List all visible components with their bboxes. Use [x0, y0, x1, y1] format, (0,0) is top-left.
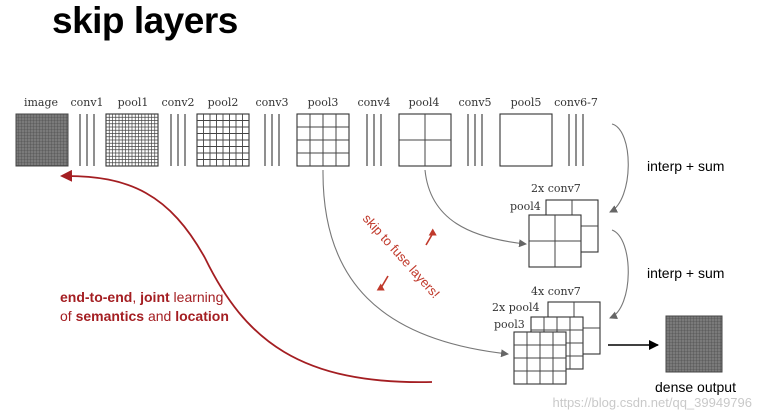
caption-learning: learning	[169, 289, 224, 305]
stack2-top-label: 4x conv7	[531, 285, 581, 298]
skip-label: skip to fuse layers!	[360, 211, 443, 301]
interp-sum-label-1: interp + sum	[647, 158, 724, 174]
pool3-grid	[296, 113, 350, 167]
caption-line-1: end-to-end, joint learning	[60, 288, 229, 307]
stack1-grids	[528, 199, 599, 268]
caption-bold-end-to-end: end-to-end	[60, 289, 133, 305]
stack2-side-label-2: pool3	[494, 318, 525, 331]
end-to-end-caption: end-to-end, joint learning of semantics …	[60, 288, 229, 326]
pool1-grid	[105, 113, 159, 167]
layer-labels: image conv1 pool1 conv2 pool2 conv3 pool…	[24, 96, 598, 109]
layer-label-conv1: conv1	[70, 96, 103, 109]
curve-conv67-to-stack1	[609, 123, 629, 213]
layer-label-conv6-7: conv6-7	[554, 96, 598, 109]
dense-output-block	[665, 315, 723, 373]
stack2-side-label-1: 2x pool4	[492, 301, 540, 314]
stack1-top-label: 2x conv7	[531, 182, 581, 195]
pool-grids	[105, 113, 553, 167]
caption-separator: ,	[132, 289, 141, 305]
stack2-grids	[513, 301, 601, 385]
conv4-bars	[366, 114, 382, 166]
page-title: skip layers	[52, 0, 238, 41]
caption-bold-joint: joint	[140, 289, 170, 305]
layer-label-image: image	[24, 96, 58, 109]
skip-arrow-up	[425, 228, 437, 246]
pool4-grid	[398, 113, 452, 167]
pool5-grid	[499, 113, 553, 167]
curve-stack1-to-stack2	[609, 229, 629, 319]
stack1-side-label: pool4	[510, 200, 541, 213]
interp-sum-label-2: interp + sum	[647, 265, 724, 281]
caption-bold-location: location	[175, 308, 229, 324]
layer-label-conv3: conv3	[255, 96, 288, 109]
caption-of: of	[60, 308, 76, 324]
layer-label-pool1: pool1	[118, 96, 149, 109]
conv1-bars	[79, 114, 95, 166]
skip-arrow-down	[376, 275, 389, 291]
conv5-bars	[467, 114, 483, 166]
conv6-7-bars	[568, 114, 584, 166]
layer-label-pool4: pool4	[409, 96, 440, 109]
caption-and: and	[144, 308, 176, 324]
caption-line-2: of semantics and location	[60, 307, 229, 326]
layer-label-pool5: pool5	[511, 96, 542, 109]
stack1-front-grid	[528, 214, 582, 268]
dense-output-label: dense output	[655, 379, 736, 395]
layer-label-conv2: conv2	[161, 96, 194, 109]
connector-curves	[322, 123, 629, 358]
end-to-end-arrow	[60, 169, 433, 383]
conv3-bars	[264, 114, 280, 166]
curve-pool4-to-stack1	[424, 169, 527, 248]
watermark: https://blog.csdn.net/qq_39949796	[552, 395, 753, 410]
image-block	[15, 113, 69, 167]
layer-label-pool2: pool2	[208, 96, 239, 109]
curve-pool3-to-stack2	[322, 169, 509, 358]
conv2-bars	[170, 114, 186, 166]
pool2-grid	[196, 113, 250, 167]
stack2-front-grid	[513, 331, 567, 385]
layer-label-pool3: pool3	[308, 96, 339, 109]
layer-label-conv5: conv5	[458, 96, 491, 109]
layer-label-conv4: conv4	[357, 96, 390, 109]
conv-bars	[79, 114, 584, 166]
caption-bold-semantics: semantics	[75, 308, 145, 324]
